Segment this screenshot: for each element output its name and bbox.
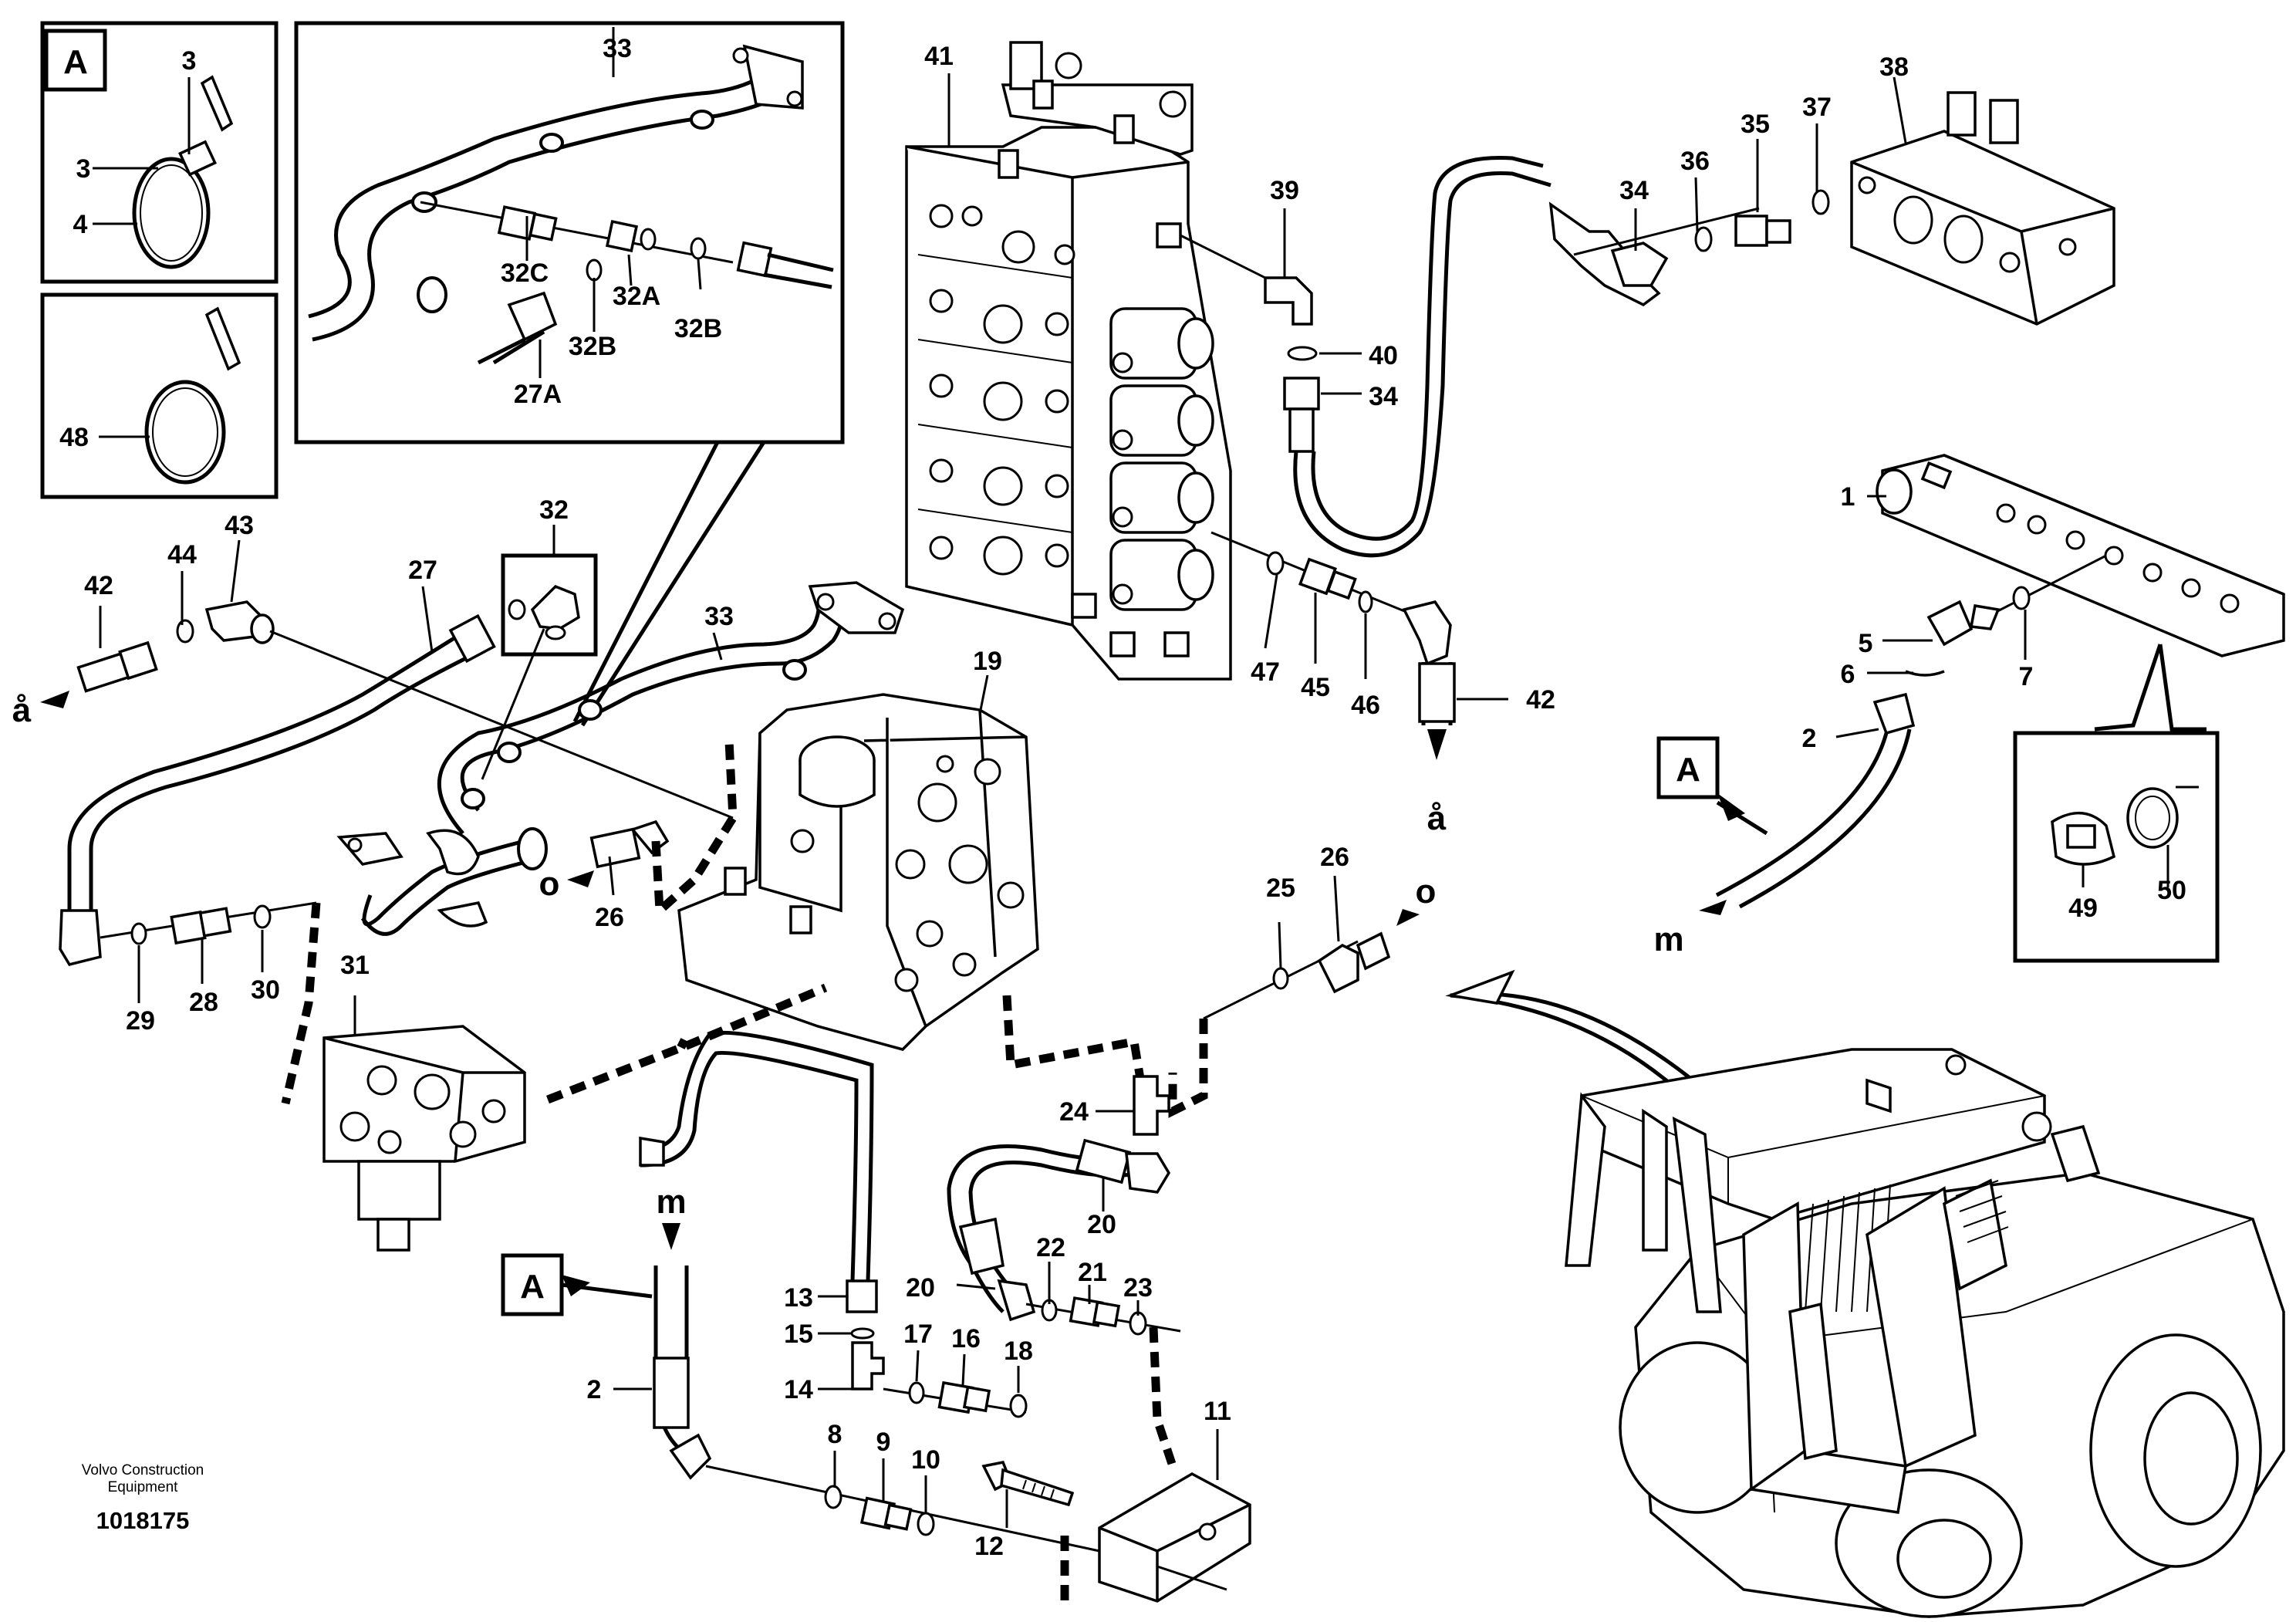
callout-32b-right: 32B — [674, 314, 722, 343]
company-name-line1: Volvo Construction — [81, 1462, 204, 1478]
callout-2-right: 2 — [1802, 724, 1817, 753]
left-lower-fittings — [100, 901, 526, 1252]
callout-19: 19 — [973, 647, 1002, 676]
callout-2-lower: 2 — [587, 1375, 602, 1404]
flow-marker-m-lower: m — [656, 1183, 686, 1221]
flow-marker-m-right: m — [1653, 921, 1683, 958]
callout-38: 38 — [1879, 52, 1909, 82]
callout-9: 9 — [876, 1428, 891, 1457]
callout-48: 48 — [59, 423, 89, 452]
callout-30: 30 — [251, 975, 280, 1005]
callout-25: 25 — [1266, 874, 1295, 903]
callout-50: 50 — [2157, 876, 2186, 905]
fitting-elbow-39 — [1180, 156, 1551, 558]
callout-49: 49 — [2068, 894, 2098, 923]
callout-12: 12 — [974, 1532, 1004, 1561]
callout-24: 24 — [1059, 1097, 1089, 1127]
marker-a-right — [1656, 736, 1768, 915]
callout-44: 44 — [167, 540, 197, 569]
callout-17: 17 — [903, 1320, 933, 1349]
valve-sections — [917, 204, 1214, 657]
callout-46: 46 — [1351, 691, 1380, 720]
flow-marker-a-ring-right: å — [1427, 799, 1447, 837]
callout-32: 32 — [539, 495, 569, 525]
callout-26-right: 26 — [1320, 843, 1349, 872]
machine-illustration — [1445, 969, 2285, 1618]
callout-15: 15 — [784, 1320, 813, 1349]
right-valve-fittings — [1210, 531, 1508, 760]
left-hose-assembly — [40, 525, 905, 967]
callout-11: 11 — [1204, 1397, 1231, 1426]
callout-40: 40 — [1369, 341, 1398, 370]
callout-14: 14 — [784, 1375, 813, 1404]
callout-28: 28 — [189, 988, 218, 1017]
callout-26-left: 26 — [595, 903, 624, 932]
detail-a-marker: A — [63, 43, 88, 81]
callout-27: 27 — [408, 556, 437, 585]
flow-marker-o-right: o — [1416, 873, 1437, 911]
detail-box-plug — [2013, 731, 2220, 963]
upper-right-fittings — [1548, 76, 2115, 326]
callout-31: 31 — [340, 951, 370, 980]
callout-23: 23 — [1123, 1273, 1153, 1303]
tee-and-hose-20 — [947, 995, 1181, 1468]
drawing-number: 1018175 — [96, 1507, 190, 1534]
lower-hose-2 — [501, 1223, 1251, 1609]
callout-13: 13 — [784, 1283, 813, 1313]
callout-32a: 32A — [613, 282, 660, 311]
callout-1: 1 — [1841, 482, 1855, 512]
fitting-26-right — [1168, 875, 1420, 1118]
callout-20-upper: 20 — [1087, 1210, 1116, 1239]
flow-marker-o-left: o — [539, 865, 560, 903]
callout-45: 45 — [1301, 673, 1330, 702]
callout-3-top: 3 — [182, 46, 197, 76]
callout-3-side: 3 — [76, 154, 91, 184]
callout-27a: 27A — [514, 380, 562, 409]
detail-box-a-top: A — [40, 21, 279, 284]
callout-32b-left: 32B — [569, 332, 616, 361]
callout-43: 43 — [225, 511, 254, 540]
detail-box-pipe-fittings — [294, 21, 845, 727]
company-name-line2: Equipment — [107, 1479, 178, 1495]
callout-16: 16 — [951, 1324, 981, 1353]
distribution-bar — [1715, 454, 2285, 909]
callout-10: 10 — [911, 1445, 940, 1475]
callout-21: 21 — [1078, 1258, 1107, 1287]
callout-18: 18 — [1004, 1336, 1033, 1366]
detail-box-cable-tie — [40, 292, 279, 499]
callout-33-main: 33 — [704, 602, 734, 631]
detail-a-marker-right: A — [1676, 751, 1700, 789]
callout-29: 29 — [126, 1006, 155, 1036]
callout-32c: 32C — [501, 259, 549, 288]
callout-42-left: 42 — [84, 571, 113, 600]
callout-41: 41 — [924, 42, 954, 71]
callout-42-right: 42 — [1526, 685, 1555, 715]
callout-33-detail: 33 — [603, 34, 632, 63]
callout-34-upper: 34 — [1619, 176, 1649, 205]
callout-22: 22 — [1036, 1233, 1065, 1262]
callout-37: 37 — [1802, 93, 1832, 122]
callout-6: 6 — [1841, 660, 1855, 689]
callout-39: 39 — [1270, 176, 1299, 205]
callout-35: 35 — [1741, 110, 1770, 139]
drawing-footer: Volvo Construction Equipment 1018175 — [39, 1462, 247, 1535]
pipe-13 — [546, 983, 1028, 1418]
callout-34-lower: 34 — [1369, 382, 1398, 411]
flow-marker-a-ring-left: å — [12, 691, 32, 729]
detail-a-marker-lower: A — [520, 1268, 545, 1306]
callout-7: 7 — [2019, 662, 2034, 691]
control-valve — [905, 41, 1232, 681]
callout-4: 4 — [73, 210, 88, 239]
valve-block-19 — [677, 674, 1039, 1051]
hose-26-left — [567, 740, 738, 920]
callout-5: 5 — [1859, 629, 1873, 658]
callout-36: 36 — [1680, 147, 1710, 176]
callout-20-lower: 20 — [906, 1273, 935, 1303]
callout-47: 47 — [1251, 657, 1280, 687]
callout-8: 8 — [828, 1420, 842, 1449]
